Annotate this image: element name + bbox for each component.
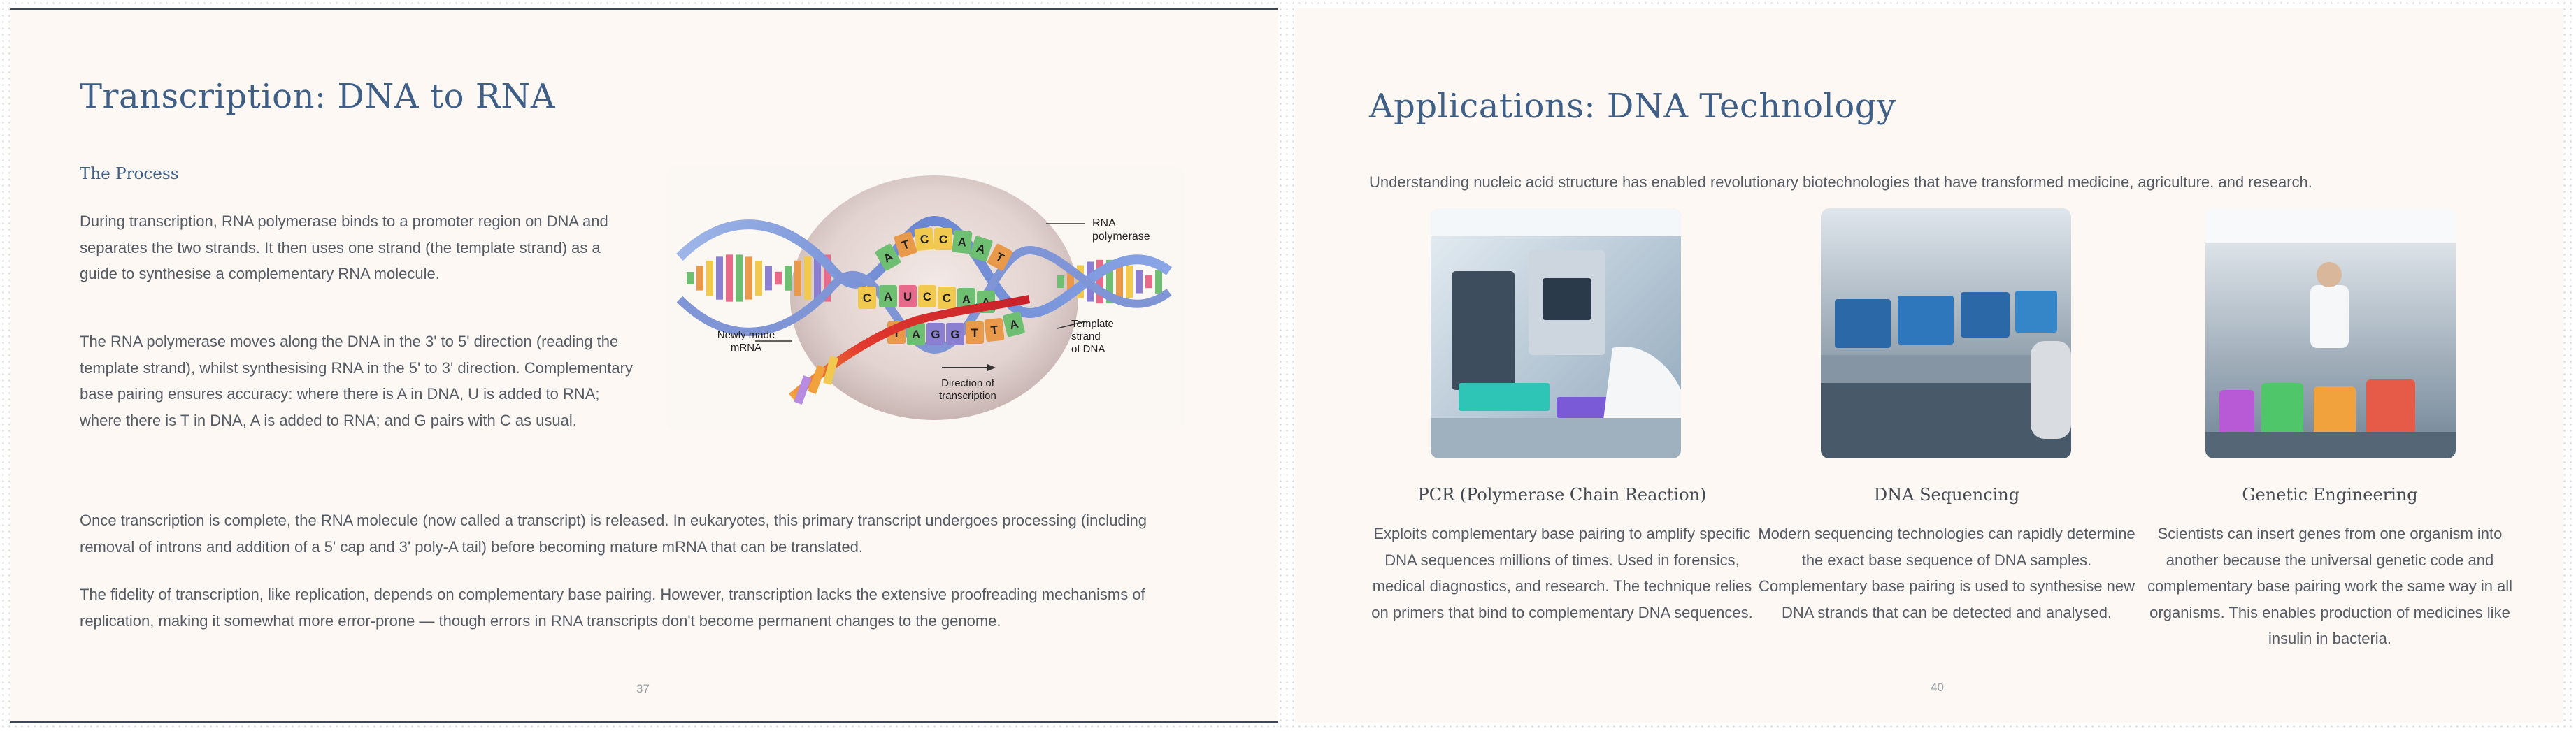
- rung: [1106, 259, 1113, 304]
- mrna-tail-bases: [794, 356, 838, 405]
- svg-text:A: A: [975, 242, 987, 257]
- rung: [1155, 270, 1162, 294]
- svg-text:C: C: [939, 233, 947, 246]
- label-direction-2: transcription: [939, 390, 996, 402]
- base-mid-2: U: [899, 285, 917, 307]
- card-title: DNA Sequencing: [1873, 485, 2020, 505]
- label-mrna-2: mRNA: [731, 342, 761, 354]
- rung: [726, 254, 733, 302]
- label-template-2: strand: [1071, 331, 1101, 342]
- svg-text:G: G: [950, 328, 959, 341]
- svg-text:A: A: [912, 328, 920, 341]
- svg-text:C: C: [920, 232, 929, 246]
- svg-text:A: A: [884, 290, 892, 303]
- base-mid-3: C: [918, 285, 936, 307]
- paragraph-4: The fidelity of transcription, like repl…: [80, 586, 1145, 630]
- card-text: Exploits complementary base pairing to a…: [1371, 525, 1753, 621]
- rung: [687, 272, 694, 284]
- svg-text:A: A: [1008, 317, 1020, 332]
- paragraph-1: During transcription, RNA polymerase bin…: [80, 212, 608, 282]
- rung: [1057, 275, 1064, 288]
- sequencing-lab-image: [1821, 208, 2071, 458]
- rung: [804, 256, 811, 300]
- page-title: Applications: DNA Technology: [1369, 87, 1896, 126]
- base-bottom-6: A: [1003, 311, 1025, 338]
- rung: [1067, 270, 1074, 294]
- label-polymerase-1: RNA: [1092, 217, 1116, 229]
- base-bottom-5: T: [984, 318, 1005, 342]
- svg-text:T: T: [893, 326, 901, 340]
- card-title: PCR (Polymerase Chain Reaction): [1417, 485, 1707, 505]
- page-title: Transcription: DNA to RNA: [80, 77, 556, 116]
- base-top-6: T: [987, 243, 1012, 271]
- base-top-5: A: [969, 236, 993, 262]
- rung: [755, 261, 762, 296]
- rung: [1096, 259, 1103, 304]
- base-bottom-1: A: [907, 323, 925, 345]
- svg-text:C: C: [923, 290, 931, 303]
- intro-text: Understanding nucleic acid structure has…: [1369, 173, 2312, 191]
- pcr-lab-image: [1431, 208, 1681, 458]
- card-text: Scientists can insert genes from one org…: [2147, 525, 2513, 647]
- label-polymerase-2: polymerase: [1092, 231, 1150, 243]
- card-text: Modern sequencing technologies can rapid…: [1758, 525, 2135, 621]
- base-bottom-3: G: [946, 323, 964, 345]
- rung: [745, 256, 752, 300]
- label-template-3: of DNA: [1071, 343, 1105, 355]
- base-pair-rungs-left: [687, 254, 831, 302]
- svg-text:G: G: [931, 328, 940, 341]
- rung: [1136, 270, 1143, 294]
- rung: [716, 256, 723, 300]
- rung: [1145, 275, 1152, 289]
- rung: [706, 260, 713, 296]
- dna-strand-bottom: [676, 245, 1172, 354]
- rung: [824, 254, 831, 302]
- svg-text:T: T: [990, 323, 999, 337]
- card-title: Genetic Engineering: [2242, 485, 2418, 505]
- dna-strand-top: [676, 215, 1173, 319]
- label-mrna-1: Newly made: [717, 329, 775, 341]
- base-mid-0: C: [858, 287, 876, 309]
- genetic-engineering-lab-image: [2205, 208, 2456, 458]
- page-number: 37: [636, 682, 650, 695]
- svg-text:T: T: [971, 326, 979, 340]
- page-right: Applications: DNA Technology Understandi…: [1295, 8, 2563, 723]
- base-top-4: A: [952, 230, 973, 254]
- base-top-2: C: [914, 227, 935, 251]
- base-top-0: A: [875, 243, 901, 271]
- paragraph-3: Once transcription is complete, the RNA …: [80, 512, 1147, 556]
- rung: [814, 254, 821, 302]
- base-top-3: C: [934, 228, 952, 250]
- section-heading: The Process: [80, 165, 179, 183]
- rung: [1116, 261, 1123, 302]
- svg-text:A: A: [962, 293, 971, 306]
- base-mid-4: C: [938, 287, 956, 309]
- rung: [1126, 265, 1133, 298]
- base-bottom-2: G: [926, 323, 945, 345]
- svg-text:C: C: [943, 291, 951, 305]
- svg-text:U: U: [903, 290, 912, 303]
- rung: [785, 266, 792, 291]
- label-direction-1: Direction of: [941, 377, 995, 389]
- rung: [775, 271, 782, 285]
- page-number: 40: [1931, 681, 1944, 694]
- base-mid-5: A: [957, 288, 975, 310]
- rung: [736, 254, 743, 302]
- rung: [696, 266, 703, 291]
- svg-text:C: C: [863, 291, 871, 305]
- base-bottom-4: T: [966, 321, 984, 344]
- label-template-1: Template: [1071, 318, 1114, 330]
- page-left: Transcription: DNA to RNA The Process Du…: [10, 8, 1278, 723]
- svg-text:A: A: [957, 235, 967, 249]
- base-top-1: T: [894, 231, 917, 258]
- paragraph-2: The RNA polymerase moves along the DNA i…: [80, 333, 633, 429]
- rung: [765, 266, 772, 291]
- base-mid-1: A: [879, 285, 897, 307]
- rung: [794, 260, 801, 296]
